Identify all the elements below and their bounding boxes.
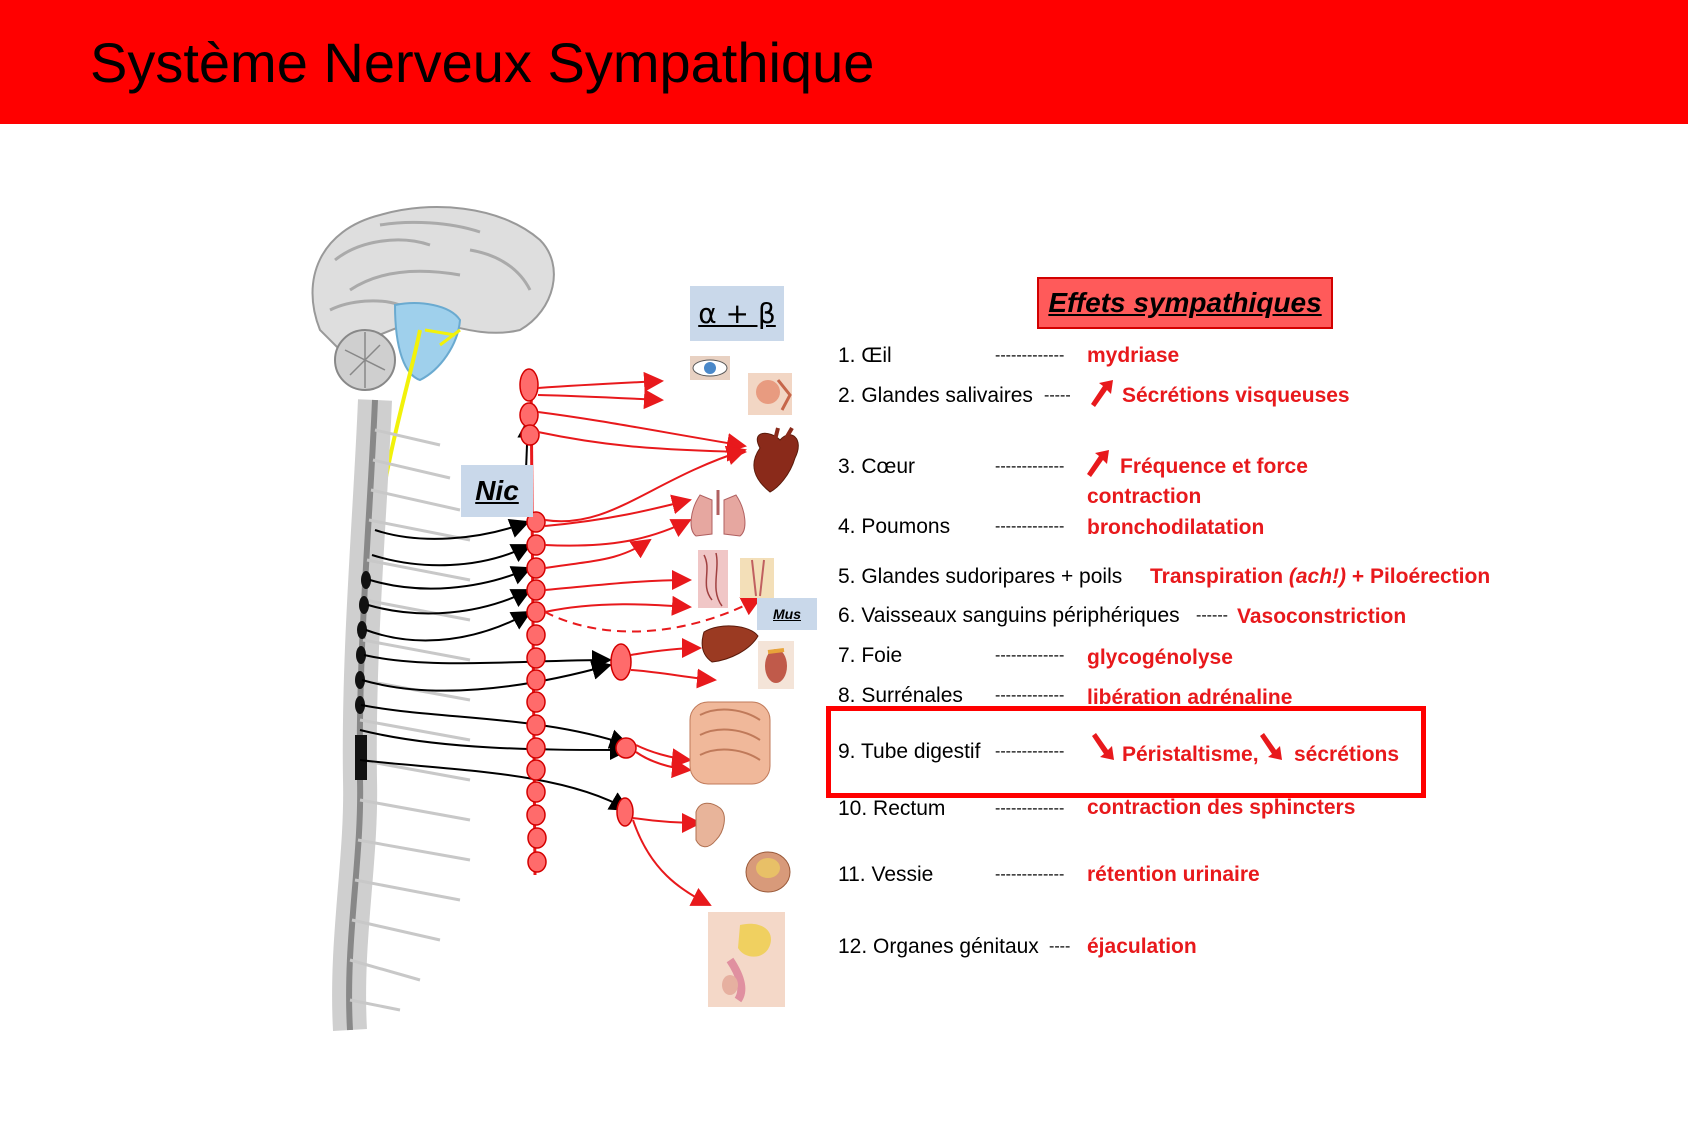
organ-label: 6. Vaisseaux sanguins périphériques	[838, 604, 1180, 627]
organ-effect: Sécrétions visqueuses	[1122, 384, 1350, 407]
heart-icon	[753, 426, 799, 493]
organ-dashes: ----	[1049, 938, 1071, 955]
organ-effect-part: + Piloérection	[1346, 565, 1491, 588]
organ-label: 7. Foie	[838, 644, 903, 667]
organ-effect-continued: contraction	[1087, 485, 1202, 508]
rectum-icon	[695, 802, 725, 848]
decrease-arrow-icon	[1260, 733, 1282, 760]
intestines-icon	[689, 701, 771, 785]
increase-arrow-icon	[1091, 380, 1113, 407]
blood-vessels-icon	[698, 550, 728, 608]
organ-effect: contraction des sphincters	[1087, 796, 1356, 819]
organ-dashes: -------------	[995, 687, 1065, 704]
organ-dashes: -------------	[995, 347, 1065, 364]
lungs-icon	[690, 490, 746, 537]
organ-effect: éjaculation	[1087, 935, 1197, 958]
organ-effect: rétention urinaire	[1087, 863, 1260, 886]
organ-effect: libération adrénaline	[1087, 686, 1293, 709]
organ-dashes: -------------	[995, 800, 1065, 817]
page-title: Système Nerveux Sympathique	[90, 31, 875, 94]
organ-dashes: -----	[1044, 387, 1071, 404]
organ-label: 4. Poumons	[838, 515, 951, 538]
organ-dashes: ------	[1196, 607, 1228, 624]
liver-icon	[701, 625, 759, 663]
muscarinic-label: Mus	[757, 598, 817, 630]
organ-effect: mydriase	[1087, 344, 1180, 367]
organ-label: 10. Rectum	[838, 797, 946, 820]
salivary-gland-icon	[748, 373, 792, 415]
hair-gland-icon	[740, 558, 774, 598]
highlight-box-digestive	[826, 706, 1426, 798]
nicotinic-label: Nic	[461, 465, 533, 517]
organ-effect-continued: sécrétions	[1294, 743, 1400, 766]
title-banner: Système Nerveux Sympathique	[0, 0, 1688, 124]
sympathetic-chain	[519, 368, 637, 876]
brain-illustration	[311, 206, 555, 541]
organ-effect: Vasoconstriction	[1237, 605, 1407, 628]
alpha-beta-label: α + β	[690, 286, 784, 341]
organ-label: 5. Glandes sudoripares + poils	[838, 565, 1123, 588]
effects-header: Effets sympathiques	[1037, 277, 1333, 329]
organ-effect-part: (ach!)	[1288, 565, 1347, 588]
organ-effect-part: Transpiration	[1150, 565, 1289, 588]
organ-effect: Péristaltisme,	[1122, 743, 1259, 766]
organ-effect: glycogénolyse	[1087, 646, 1233, 669]
organ-effect: bronchodilatation	[1087, 516, 1265, 539]
organ-label: 12. Organes génitaux	[838, 935, 1039, 958]
organ-dashes: -------------	[995, 866, 1065, 883]
organ-dashes: -------------	[995, 518, 1065, 535]
organ-label: 1. Œil	[838, 344, 892, 367]
kidney-adrenal-icon	[758, 641, 794, 689]
organ-label: 8. Surrénales	[838, 684, 963, 707]
organ-effect: Fréquence et force	[1120, 455, 1308, 478]
spinal-cord-illustration	[332, 399, 630, 1031]
organ-label: 11. Vessie	[838, 863, 934, 886]
organ-dashes: -------------	[995, 647, 1065, 664]
increase-arrow-icon	[1087, 450, 1109, 477]
organ-label: 9. Tube digestif	[838, 740, 981, 763]
organ-effect: Transpiration (ach!) + Piloérection	[1150, 565, 1490, 589]
genital-organs-icon	[708, 912, 785, 1007]
organ-dashes: -------------	[995, 743, 1065, 760]
organ-label: 2. Glandes salivaires	[838, 384, 1033, 407]
organ-label: 3. Cœur	[838, 455, 916, 478]
eye-icon	[690, 356, 730, 380]
organ-dashes: -------------	[995, 458, 1065, 475]
bladder-icon	[745, 851, 791, 893]
decrease-arrow-icon	[1092, 733, 1114, 760]
